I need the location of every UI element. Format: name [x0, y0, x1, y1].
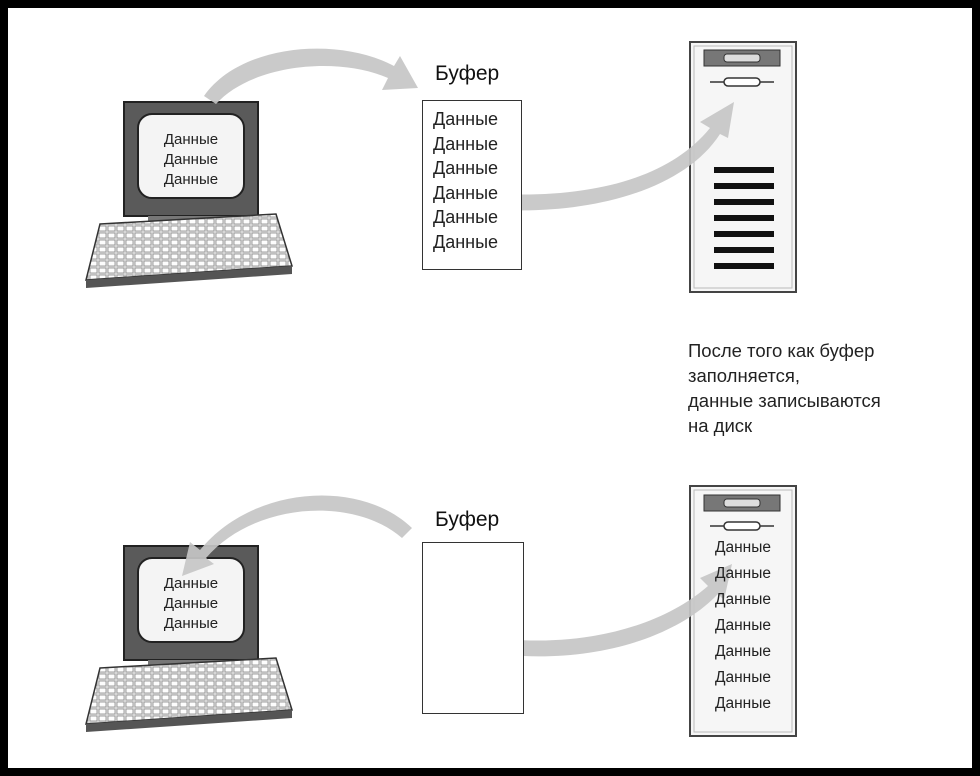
- diagram-frame: Данные Данные Данные Буфер Данные Данные…: [8, 8, 972, 768]
- top-buffer-title: Буфер: [435, 62, 500, 85]
- top-buffer-line: Данные: [433, 231, 499, 252]
- top-buffer-line: Данные: [433, 109, 499, 129]
- bottom-monitor-text: Данные Данные Данные: [142, 574, 240, 634]
- explanation-note: После того как буфер заполняется, данные…: [688, 338, 968, 438]
- note-line: на диск: [688, 415, 753, 436]
- disk-line: Данные: [715, 669, 771, 686]
- disk-line: Данные: [715, 695, 771, 712]
- top-disk-icon: [689, 41, 797, 293]
- disk-line: Данные: [715, 565, 771, 582]
- bottom-buffer-title: Буфер: [435, 508, 500, 531]
- disk-line: Данные: [715, 539, 771, 556]
- top-computer-icon: [85, 101, 293, 288]
- top-buffer-line: Данные: [433, 133, 499, 154]
- note-line: заполняется,: [688, 365, 801, 386]
- disk-line: Данные: [715, 617, 771, 634]
- note-line: данные записываются: [688, 390, 881, 411]
- top-monitor-line: Данные: [163, 131, 219, 148]
- bottom-monitor-line: Данные: [163, 595, 219, 612]
- bottom-monitor-line: Данные: [163, 575, 219, 592]
- top-arrow-to-buffer-icon: [204, 48, 418, 104]
- diagram-graphics: [85, 41, 797, 737]
- top-buffer-line: Данные: [433, 158, 499, 178]
- top-buffer-line: Данные: [433, 182, 499, 203]
- bottom-buffer-box: [422, 542, 524, 714]
- top-monitor-text: Данные Данные Данные: [142, 130, 240, 190]
- disk-line: Данные: [715, 591, 771, 608]
- bottom-disk-text: Данные Данные Данные Данные Данные Данны…: [698, 535, 788, 717]
- top-monitor-line: Данные: [163, 171, 219, 188]
- disk-line: Данные: [715, 643, 771, 660]
- bottom-monitor-line: Данные: [163, 615, 219, 632]
- note-line: После того как буфер: [688, 340, 875, 361]
- top-monitor-line: Данные: [163, 151, 219, 168]
- top-buffer-line: Данные: [433, 207, 499, 227]
- bottom-arrow-to-computer-icon: [182, 495, 412, 576]
- top-buffer-box: Данные Данные Данные Данные Данные Данны…: [422, 100, 522, 270]
- bottom-computer-icon: [85, 545, 293, 732]
